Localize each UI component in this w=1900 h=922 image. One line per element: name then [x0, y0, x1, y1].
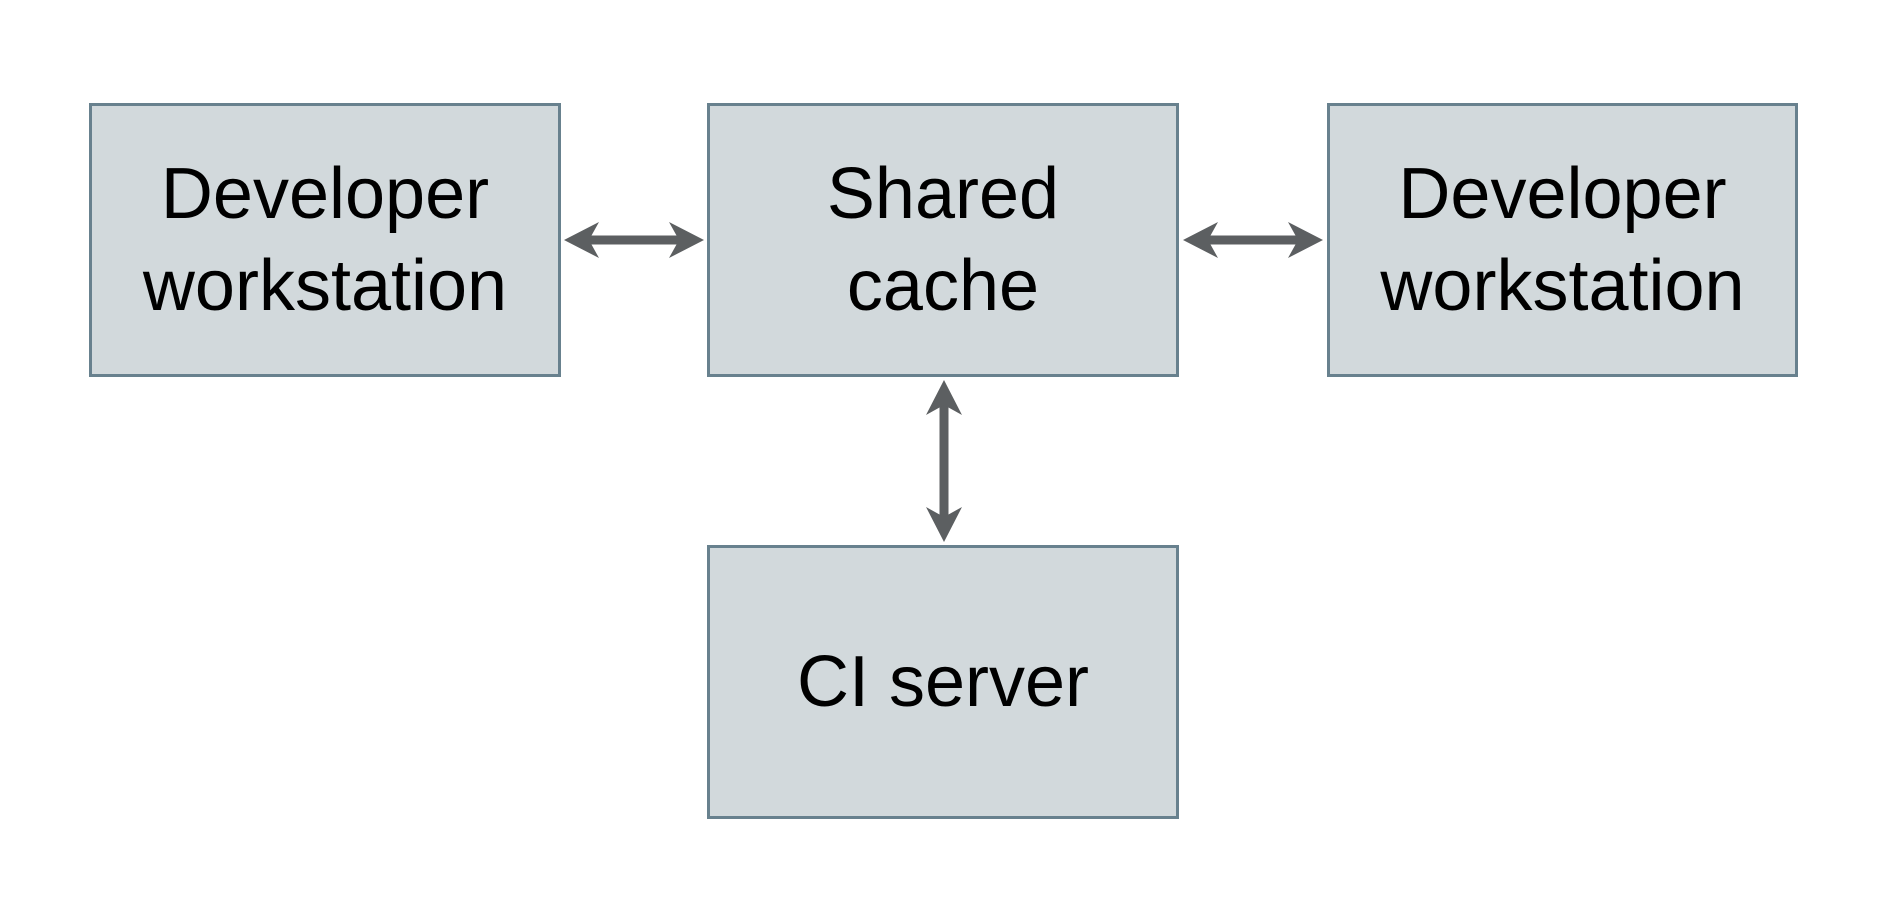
- double-arrow-vertical-icon: [926, 380, 962, 542]
- double-arrow-horizontal-icon: [1183, 222, 1323, 258]
- node-label: Developer workstation: [142, 154, 508, 326]
- node-label: Shared cache: [826, 154, 1060, 326]
- bidirectional-arrow-cache-ci-server: [922, 379, 966, 543]
- node-developer-workstation-left: Developer workstation: [89, 103, 561, 377]
- double-arrow-horizontal-icon: [564, 222, 704, 258]
- node-developer-workstation-right: Developer workstation: [1327, 103, 1798, 377]
- node-shared-cache: Shared cache: [707, 103, 1179, 377]
- node-ci-server: CI server: [707, 545, 1179, 819]
- bidirectional-arrow-workstation-left-cache: [563, 218, 705, 262]
- bidirectional-arrow-cache-workstation-right: [1182, 218, 1324, 262]
- node-label: CI server: [796, 642, 1090, 722]
- node-label: Developer workstation: [1380, 154, 1745, 326]
